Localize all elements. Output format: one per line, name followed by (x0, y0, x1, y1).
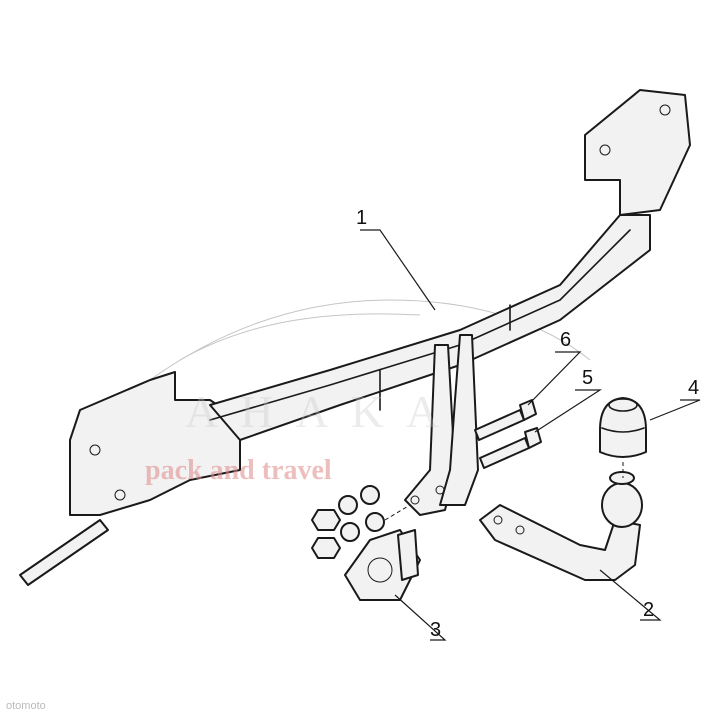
nuts-and-washers (311, 485, 385, 559)
callout-6: 6 (560, 329, 571, 351)
washer (360, 485, 380, 505)
bolt-hole (89, 444, 101, 456)
callout-1: 1 (356, 207, 367, 229)
nut (311, 509, 341, 531)
bolt-hole (659, 104, 671, 116)
towball-neck-part-2 (479, 471, 643, 581)
leader-1 (360, 229, 436, 311)
leader-5 (534, 389, 603, 433)
bolts-part-6 (474, 399, 537, 441)
leader-4 (649, 399, 701, 421)
washer (340, 522, 360, 542)
crossbar-part-1 (19, 89, 691, 586)
callout-3: 3 (430, 619, 441, 641)
tow-ball (601, 482, 643, 528)
callout-5: 5 (582, 367, 593, 389)
nut (311, 537, 341, 559)
bolt-hole (114, 489, 126, 501)
bolt-hole (599, 144, 611, 156)
right-mounting-plate (584, 89, 691, 216)
left-mounting-plate (69, 371, 241, 516)
callout-4: 4 (688, 377, 699, 399)
leader-lines (360, 229, 701, 641)
washer (338, 495, 358, 515)
washer (365, 512, 385, 532)
leader-6 (527, 351, 582, 406)
crossbar-tube (209, 214, 651, 441)
leader-2 (599, 569, 662, 621)
callout-2: 2 (643, 599, 654, 621)
bolts-part-5 (479, 427, 542, 469)
ball-cover-part-4 (599, 397, 647, 478)
socket-plate-part-3 (344, 529, 421, 601)
mounting-bracket (384, 334, 479, 521)
leader-3 (394, 594, 447, 641)
electrical-rod (19, 519, 109, 586)
